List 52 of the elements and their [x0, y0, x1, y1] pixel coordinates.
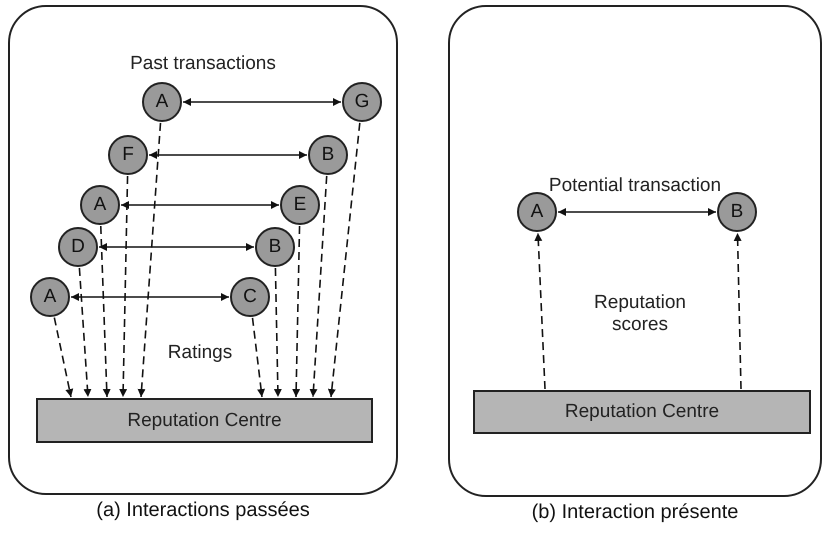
dashed-arrow: [78, 268, 92, 398]
arrow: [121, 201, 279, 209]
annotation-text: Ratings: [166, 342, 234, 364]
agent-circle: [108, 135, 148, 175]
agent-letter: G: [354, 91, 370, 113]
agent-circle: [30, 277, 70, 317]
agent-circle: [342, 82, 382, 122]
agent-letter: E: [294, 194, 306, 216]
agent-letter: B: [268, 236, 282, 258]
dashed-arrow: [100, 226, 111, 398]
arrow: [149, 151, 307, 159]
agent-circle: [308, 135, 348, 175]
arrow: [183, 98, 341, 106]
agent-letter: B: [730, 201, 744, 223]
dashed-arrow: [274, 268, 282, 398]
agent-letter: B: [322, 144, 334, 166]
arrow: [558, 208, 716, 216]
agent-circle: [80, 185, 120, 225]
agent-letter: A: [44, 286, 56, 308]
agent-letter: A: [94, 194, 106, 216]
agent-circle: [230, 277, 270, 317]
dashed-arrow: [119, 176, 128, 398]
reputation-centre-bar: [473, 390, 811, 434]
agent-letter: D: [71, 236, 85, 258]
agent-letter: A: [530, 201, 544, 223]
dashed-arrow: [292, 226, 300, 398]
dashed-arrow: [534, 232, 546, 390]
dashed-arrow: [310, 176, 328, 398]
dashed-arrow: [734, 232, 742, 390]
annotation-text: Reputation scores: [593, 292, 687, 336]
dashed-arrow: [328, 122, 361, 398]
agent-circle: [142, 82, 182, 122]
dashed-arrow: [54, 317, 74, 398]
agent-circle: [280, 185, 320, 225]
agent-circle: [517, 192, 557, 232]
agent-letter: F: [122, 144, 134, 166]
node-label: Reputation Centre: [127, 410, 282, 432]
agent-circle: [58, 227, 98, 267]
dashed-arrow: [138, 122, 162, 398]
agent-circle: [255, 227, 295, 267]
node-label: Reputation Centre: [564, 401, 720, 423]
reputation-centre-bar: [36, 398, 373, 443]
panel-caption: (b) Interaction présente: [532, 501, 738, 523]
panel-heading: Potential transaction: [548, 175, 722, 196]
arrow: [99, 243, 254, 251]
agent-circle: [717, 192, 757, 232]
panel-heading: Past transactions: [130, 53, 276, 74]
agent-letter: C: [243, 286, 257, 308]
arrow: [71, 293, 229, 301]
panel-caption: (a) Interactions passées: [96, 499, 310, 521]
agent-letter: A: [156, 91, 168, 113]
dashed-arrow: [252, 318, 266, 398]
